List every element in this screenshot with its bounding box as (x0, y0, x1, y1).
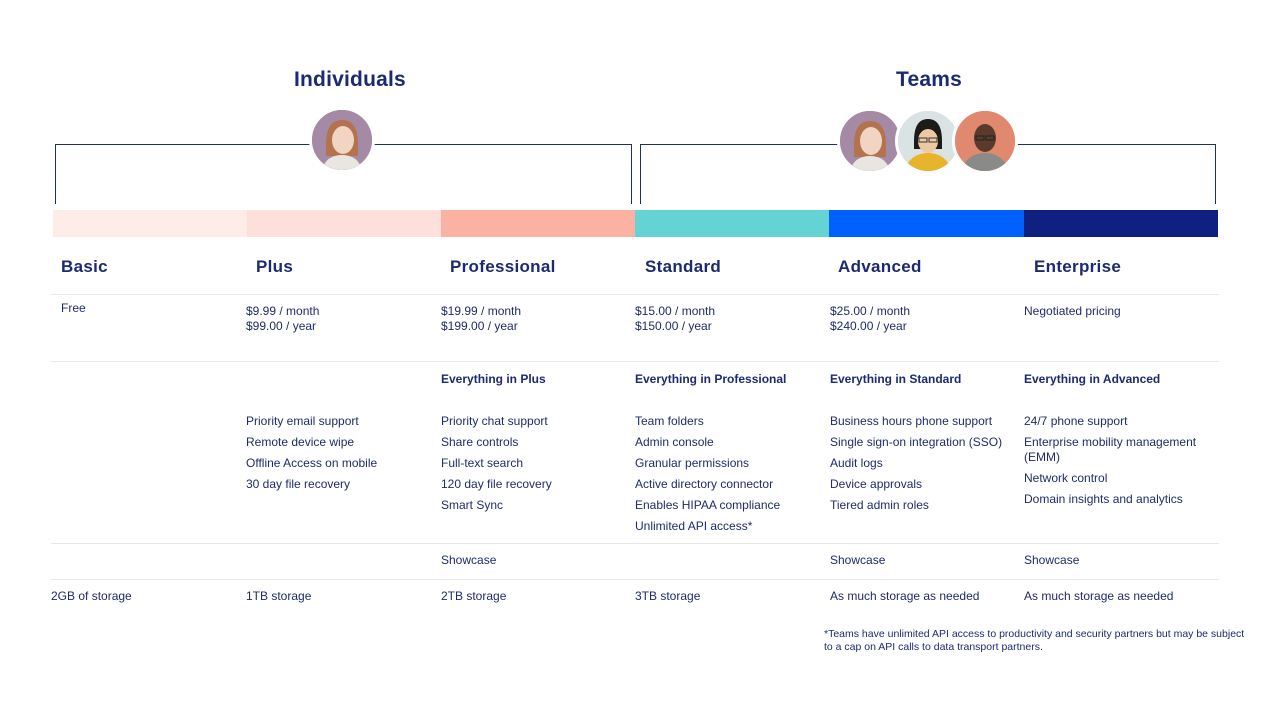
bar-enterprise (1024, 210, 1218, 237)
features-plus: Priority email support Remote device wip… (246, 414, 426, 498)
feature-item: Smart Sync (441, 498, 504, 512)
feature-item: 24/7 phone support (1024, 414, 1128, 428)
individuals-heading: Individuals (294, 68, 406, 91)
feature-item: Enterprise mobility management (EMM) (1024, 435, 1197, 464)
plan-name-enterprise: Enterprise (1034, 257, 1122, 276)
price-yearly: $150.00 / year (635, 319, 712, 333)
plan-name-professional: Professional (450, 257, 556, 276)
divider (51, 361, 1219, 362)
price-monthly: $19.99 / month (441, 304, 522, 318)
price-yearly: $240.00 / year (830, 319, 907, 333)
price-standard: $15.00 / month $150.00 / year (635, 304, 715, 334)
avatar-team-3 (952, 108, 1018, 174)
avatar-team-1 (837, 108, 903, 174)
feature-item: Tiered admin roles (830, 498, 929, 512)
teams-heading: Teams (896, 68, 962, 91)
features-advanced: Business hours phone support Single sign… (830, 414, 1005, 519)
bar-advanced (829, 210, 1024, 237)
features-professional: Priority chat support Share controls Ful… (441, 414, 621, 519)
feature-item: 120 day file recovery (441, 477, 552, 491)
divider (51, 543, 1219, 544)
everything-advanced: Everything in Standard (830, 372, 962, 386)
feature-item: Granular permissions (635, 456, 750, 470)
avatar-individual (309, 107, 375, 173)
price-line: Free (61, 301, 86, 315)
feature-item: Active directory connector (635, 477, 774, 491)
feature-item: Business hours phone support (830, 414, 993, 428)
feature-item: Priority email support (246, 414, 359, 428)
footnote: *Teams have unlimited API access to prod… (824, 628, 1245, 653)
storage-basic: 2GB of storage (51, 589, 132, 603)
storage-advanced: As much storage as needed (830, 589, 980, 603)
plan-name-plus: Plus (256, 257, 294, 276)
price-monthly: $9.99 / month (246, 304, 320, 318)
feature-item: Audit logs (830, 456, 883, 470)
everything-professional: Everything in Plus (441, 372, 546, 386)
plan-name-basic: Basic (61, 257, 108, 276)
storage-enterprise: As much storage as needed (1024, 589, 1174, 603)
feature-item: Team folders (635, 414, 704, 428)
everything-enterprise: Everything in Advanced (1024, 372, 1161, 386)
feature-item: Unlimited API access* (635, 519, 753, 533)
feature-item: Enables HIPAA compliance (635, 498, 781, 512)
person-icon (955, 111, 1015, 171)
price-yearly: $99.00 / year (246, 319, 317, 333)
storage-plus: 1TB storage (246, 589, 312, 603)
showcase-enterprise: Showcase (1024, 553, 1080, 567)
feature-item: Single sign-on integration (SSO) (830, 435, 1003, 449)
feature-item: Network control (1024, 471, 1108, 485)
plan-name-standard: Standard (645, 257, 722, 276)
bar-standard (635, 210, 829, 237)
person-icon (840, 111, 900, 171)
bar-plus (247, 210, 441, 237)
features-standard: Team folders Admin console Granular perm… (635, 414, 815, 540)
price-professional: $19.99 / month $199.00 / year (441, 304, 521, 334)
features-enterprise: 24/7 phone support Enterprise mobility m… (1024, 414, 1199, 513)
price-monthly: $15.00 / month (635, 304, 716, 318)
storage-professional: 2TB storage (441, 589, 507, 603)
price-plus: $9.99 / month $99.00 / year (246, 304, 319, 334)
bar-professional (441, 210, 635, 237)
feature-item: Full-text search (441, 456, 524, 470)
feature-item: Remote device wipe (246, 435, 355, 449)
feature-item: 30 day file recovery (246, 477, 351, 491)
person-icon (312, 110, 372, 170)
plan-name-advanced: Advanced (838, 257, 922, 276)
divider (51, 579, 1219, 580)
showcase-advanced: Showcase (830, 553, 886, 567)
feature-item: Device approvals (830, 477, 923, 491)
price-enterprise: Negotiated pricing (1024, 304, 1121, 319)
price-basic: Free (61, 301, 86, 316)
feature-item: Priority chat support (441, 414, 548, 428)
avatar-team-2 (895, 108, 961, 174)
bar-basic (53, 210, 247, 237)
feature-item: Domain insights and analytics (1024, 492, 1183, 506)
divider (51, 294, 1219, 295)
showcase-professional: Showcase (441, 553, 497, 567)
person-icon (898, 111, 958, 171)
feature-item: Admin console (635, 435, 714, 449)
price-monthly: $25.00 / month (830, 304, 911, 318)
feature-item: Offline Access on mobile (246, 456, 378, 470)
everything-standard: Everything in Professional (635, 372, 787, 386)
storage-standard: 3TB storage (635, 589, 701, 603)
price-line: Negotiated pricing (1024, 304, 1121, 318)
price-advanced: $25.00 / month $240.00 / year (830, 304, 910, 334)
feature-item: Share controls (441, 435, 519, 449)
price-yearly: $199.00 / year (441, 319, 518, 333)
